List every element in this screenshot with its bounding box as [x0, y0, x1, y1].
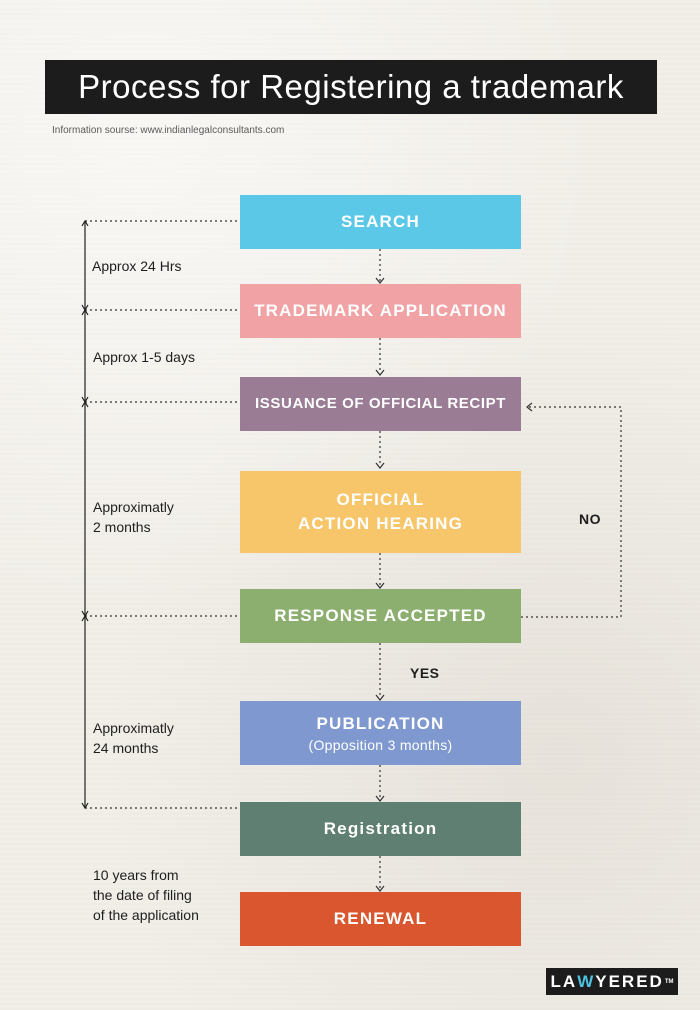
step-sub-label: (Opposition 3 months) — [308, 737, 453, 753]
source-note: Information sourse: www.indianlegalconsu… — [52, 125, 285, 136]
logo-text-pre: LA — [550, 971, 578, 991]
duration-label-1: Approx 24 Hrs — [92, 256, 181, 276]
duration-label-2: Approx 1-5 days — [93, 347, 195, 367]
duration-text-line2: 2 months — [93, 519, 151, 535]
no-loop-path — [521, 406, 622, 618]
step-label: RESPONSE ACCEPTED — [274, 606, 487, 625]
timeline-tick-3b — [81, 400, 89, 408]
step-label: OFFICIAL — [336, 490, 425, 509]
step-search: SEARCH — [240, 195, 521, 249]
step-issuance-official-receipt: ISSUANCE OF OFFICIAL RECIPT — [240, 377, 521, 431]
arrowhead-4 — [375, 582, 385, 589]
step-publication: PUBLICATION (Opposition 3 months) — [240, 701, 521, 765]
step-label: RENEWAL — [333, 909, 428, 928]
step-official-action-hearing: OFFICIAL ACTION HEARING — [240, 471, 521, 553]
page-title-text: Process for Registering a trademark — [78, 68, 624, 105]
arrowhead-6 — [375, 795, 385, 802]
step-label: ISSUANCE OF OFFICIAL RECIPT — [255, 395, 506, 412]
duration-text: Approx 24 Hrs — [92, 258, 182, 274]
step-label: PUBLICATION — [316, 714, 445, 733]
duration-text: Approx 1-5 days — [93, 349, 195, 365]
duration-text-line1: Approximatly — [93, 720, 174, 736]
timeline-tick-4b — [81, 614, 89, 622]
duration-text-line2: the date of filing — [93, 887, 192, 903]
arrowhead-2 — [375, 369, 385, 376]
step-response-accepted: RESPONSE ACCEPTED — [240, 589, 521, 643]
step-label: SEARCH — [341, 212, 420, 231]
arrowhead-5 — [375, 694, 385, 701]
duration-text-line3: of the application — [93, 907, 199, 923]
arrowhead-3 — [375, 462, 385, 469]
timeline-tick-1 — [81, 219, 89, 227]
timeline-tick-5 — [81, 802, 89, 810]
step-label: Registration — [323, 819, 438, 838]
logo-text-w: W — [577, 971, 596, 991]
logo-text-post: YERED — [595, 971, 664, 991]
duration-label-3: Approximatly 2 months — [93, 497, 174, 537]
arrowhead-1 — [375, 277, 385, 284]
arrowhead-7 — [375, 885, 385, 892]
step-renewal: RENEWAL — [240, 892, 521, 946]
page-title: Process for Registering a trademark — [45, 60, 657, 114]
arrowhead-no — [526, 402, 533, 412]
duration-label-4: Approximatly 24 months — [93, 718, 174, 758]
step-trademark-application: TRADEMARK APPLICATION — [240, 284, 521, 338]
decision-no-label: NO — [579, 511, 601, 527]
timeline-tick-2b — [81, 308, 89, 316]
step-label-line2: ACTION HEARING — [297, 514, 464, 533]
duration-text-line1: Approximatly — [93, 499, 174, 515]
decision-yes-label: YES — [410, 665, 440, 681]
duration-label-5: 10 years from the date of filing of the … — [93, 865, 199, 925]
logo-trademark: TM — [664, 978, 674, 985]
duration-text-line2: 24 months — [93, 740, 159, 756]
step-label: TRADEMARK APPLICATION — [254, 301, 507, 320]
step-registration: Registration — [240, 802, 521, 856]
duration-text-line1: 10 years from — [93, 867, 179, 883]
